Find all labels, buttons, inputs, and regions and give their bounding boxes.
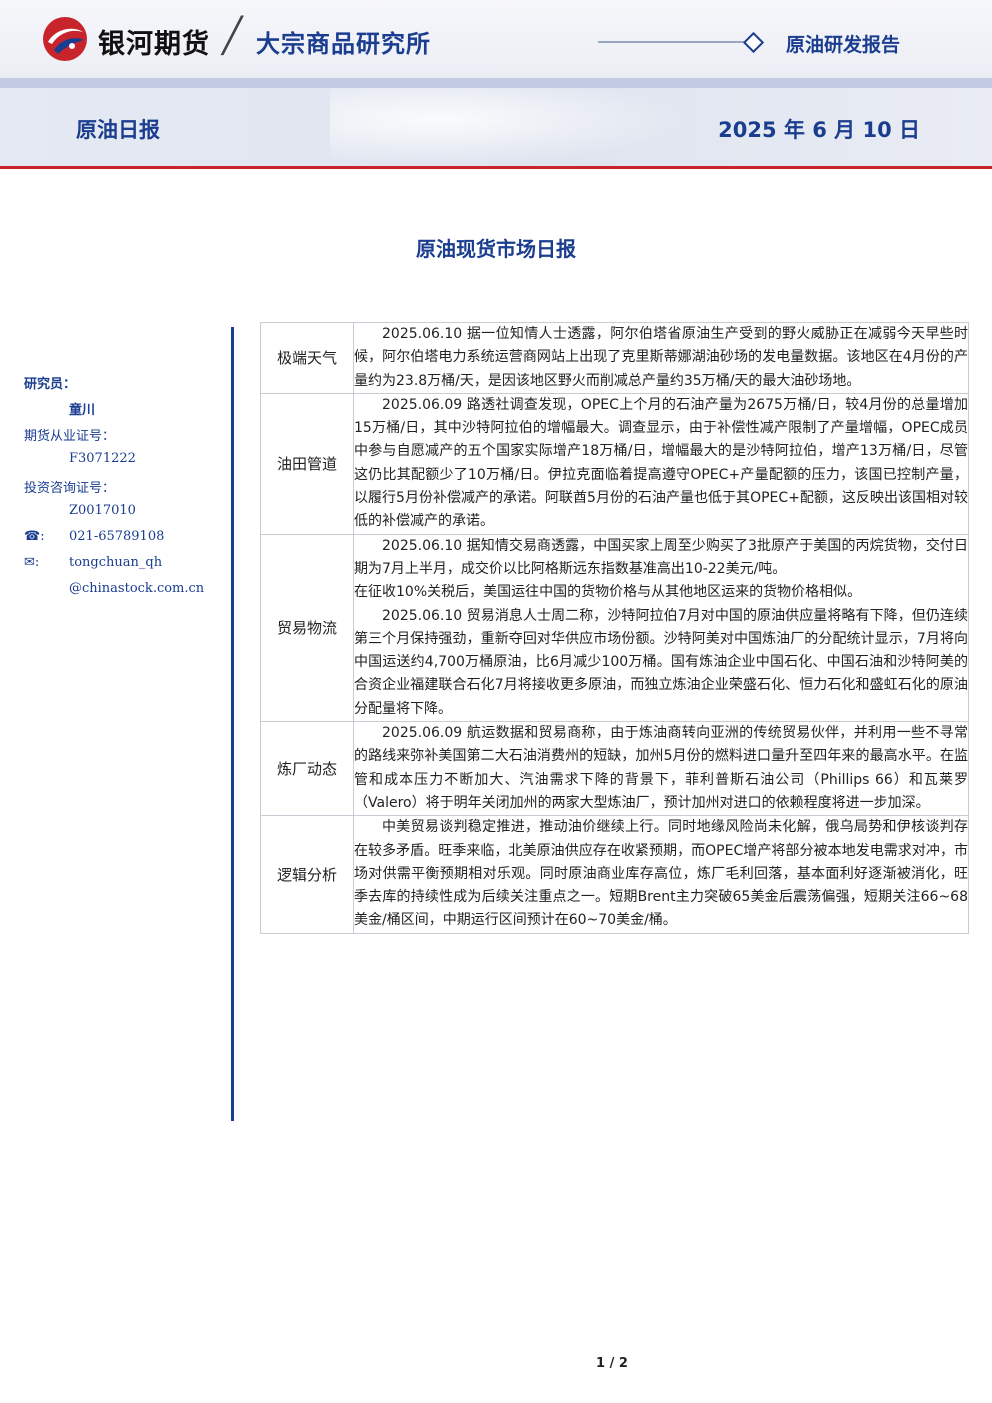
row-content: 中美贸易谈判稳定推进，推动油价继续上行。同时地缘风险尚未化解，俄乌局势和伊核谈判… — [353, 815, 969, 934]
row-category: 炼厂动态 — [260, 721, 354, 817]
row-category: 油田管道 — [260, 392, 354, 535]
row-category: 极端天气 — [260, 322, 354, 394]
researcher-name: 童川 — [69, 403, 96, 418]
content-paragraph: 在征收10%关税后，美国运往中国的货物价格与从其他地区运来的货物价格相似。 — [354, 584, 862, 601]
header-red-rule — [0, 166, 992, 169]
diamond-icon — [742, 31, 765, 54]
table-row: 贸易物流 2025.06.10 据知情交易商透露，中国买家上周至少购买了3批原产… — [260, 533, 969, 723]
galaxy-logo-icon — [43, 17, 87, 61]
content-paragraph: 中美贸易谈判稳定推进，推动油价继续上行。同时地缘风险尚未化解，俄乌局势和伊核谈判… — [354, 819, 968, 929]
row-content: 2025.06.10 据一位知情人士透露，阿尔伯塔省原油生产受到的野火威胁正在减… — [353, 322, 969, 394]
header-bar: 银河期货 ╱ 大宗商品研究所 原油研发报告 — [0, 0, 992, 78]
content-paragraph: 2025.06.09 航运数据和贸易商称，由于炼油商转向亚洲的传统贸易伙伴，并利… — [354, 725, 968, 811]
phone-icon: ☎ — [24, 529, 41, 544]
content-paragraph: 2025.06.10 贸易消息人士周二称，沙特阿拉伯7月对中国的原油供应量将略有… — [354, 607, 968, 717]
banner-decoration — [330, 88, 690, 166]
table-row: 逻辑分析 中美贸易谈判稳定推进，推动油价继续上行。同时地缘风险尚未化解，俄乌局势… — [260, 815, 969, 934]
table-row: 炼厂动态 2025.06.09 航运数据和贸易商称，由于炼油商转向亚洲的传统贸易… — [260, 721, 969, 817]
row-content: 2025.06.09 航运数据和贸易商称，由于炼油商转向亚洲的传统贸易伙伴，并利… — [353, 721, 969, 817]
content-paragraph: 2025.06.10 据知情交易商透露，中国买家上周至少购买了3批原产于美国的丙… — [354, 537, 968, 577]
email-line-2[interactable]: @chinastock.com.cn — [69, 581, 205, 596]
row-content: 2025.06.09 路透社调查发现，OPEC上个月的石油产量为2675万桶/日… — [353, 392, 969, 535]
phone-number: 021-65789108 — [69, 529, 165, 544]
futures-cert-label: 期货从业证号： — [24, 429, 116, 444]
document-title: 原油现货市场日报 — [416, 237, 576, 261]
content-paragraph: 2025.06.10 据一位知情人士透露，阿尔伯塔省原油生产受到的野火威胁正在减… — [354, 326, 968, 389]
brand-divider: ╱ — [222, 16, 243, 56]
email-icon: ✉ — [24, 555, 35, 570]
report-date: 2025 年 6 月 10 日 — [718, 118, 920, 142]
phone-row: ☎: — [24, 529, 45, 544]
decorative-line — [598, 41, 744, 43]
row-category: 逻辑分析 — [260, 815, 354, 934]
market-news-table: 极端天气 2025.06.10 据一位知情人士透露，阿尔伯塔省原油生产受到的野火… — [260, 322, 969, 934]
email-row: ✉: — [24, 555, 39, 570]
report-banner: 原油日报 2025 年 6 月 10 日 — [0, 88, 992, 166]
email-line-1[interactable]: tongchuan_qh — [69, 555, 163, 570]
futures-cert-number: F3071222 — [69, 451, 136, 466]
content-paragraph: 2025.06.09 路透社调查发现，OPEC上个月的石油产量为2675万桶/日… — [354, 396, 968, 530]
report-type: 原油研发报告 — [786, 34, 901, 56]
researcher-label: 研究员： — [24, 377, 77, 392]
phone-separator: : — [40, 529, 45, 544]
consult-cert-number: Z0017010 — [69, 503, 136, 518]
consult-cert-label: 投资咨询证号： — [24, 481, 116, 496]
sidebar-divider — [231, 327, 234, 1121]
institute-name: 大宗商品研究所 — [256, 30, 431, 58]
report-name: 原油日报 — [76, 118, 160, 142]
table-row: 极端天气 2025.06.10 据一位知情人士透露，阿尔伯塔省原油生产受到的野火… — [260, 322, 969, 394]
email-separator: : — [34, 555, 40, 570]
header-band-divider — [0, 78, 992, 88]
page-number: 1 / 2 — [596, 1356, 628, 1371]
table-row: 油田管道 2025.06.09 路透社调查发现，OPEC上个月的石油产量为267… — [260, 392, 969, 535]
row-content: 2025.06.10 据知情交易商透露，中国买家上周至少购买了3批原产于美国的丙… — [353, 533, 969, 723]
row-category: 贸易物流 — [260, 533, 354, 723]
brand-name: 银河期货 — [98, 29, 210, 60]
